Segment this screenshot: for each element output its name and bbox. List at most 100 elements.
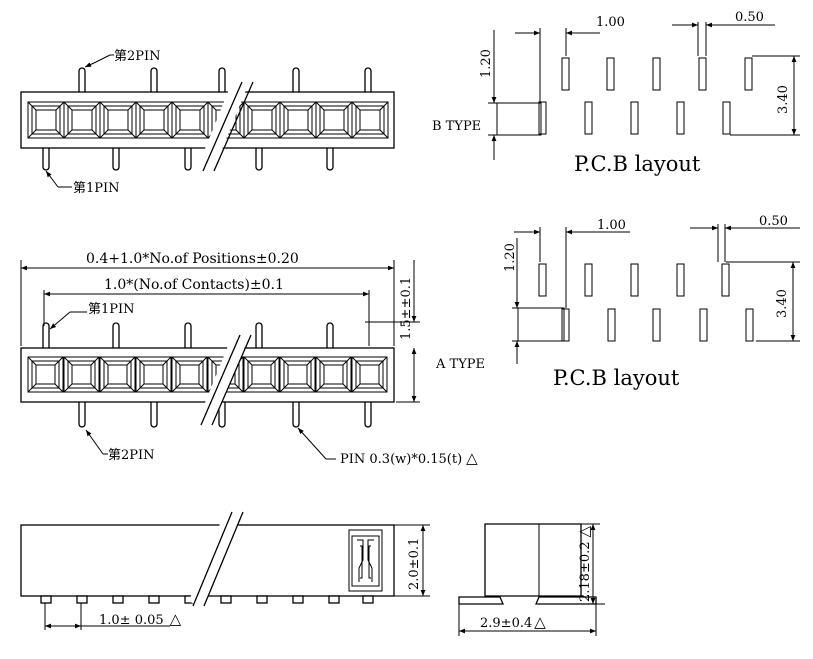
pin: [364, 67, 372, 95]
contact-cell-inner: [67, 360, 96, 389]
contact-cell-corner: [279, 101, 289, 111]
contact-cell-core: [71, 364, 92, 385]
pcb-b-row-spacing: 3.40: [776, 85, 791, 114]
contact-cell: [171, 356, 208, 393]
contact-cell-corner: [171, 383, 181, 393]
contact-cell-corner: [315, 101, 325, 111]
contact-cell-corner: [342, 383, 352, 393]
pin: [112, 322, 120, 351]
pin: [255, 145, 263, 171]
pcb-b-pitch: 1.00: [596, 15, 625, 30]
contact-cell-corner: [271, 129, 281, 139]
contact-cell-corner: [243, 101, 253, 111]
pcb-pad: [630, 263, 639, 297]
contact-cell-corner: [63, 356, 73, 366]
pin-tip: [76, 595, 88, 604]
contact-cell-inner: [247, 360, 276, 389]
contact-cell-corner: [99, 383, 109, 393]
pin: [364, 399, 372, 428]
contact-cell-corner: [54, 383, 64, 393]
contact-cell-core: [71, 109, 93, 131]
contact-cell-corner: [171, 101, 181, 111]
contact-cell: [315, 356, 352, 393]
contact-cell-core: [35, 364, 56, 385]
contact-cell-corner: [315, 129, 325, 139]
contact-cell-corner: [235, 129, 245, 139]
contact-cell-corner: [55, 129, 65, 139]
contact-cell-corner: [351, 356, 361, 366]
top-pin2-label: 第2PIN: [114, 49, 161, 64]
pin: [112, 145, 120, 171]
pin-tip: [362, 595, 374, 604]
contact-cell-corner: [207, 101, 217, 111]
pin: [255, 322, 263, 351]
contact-cell-corner: [351, 129, 361, 139]
contact-cell-core: [179, 364, 200, 385]
side-width-mark: △: [534, 613, 546, 631]
contact-cell-inner: [247, 105, 277, 135]
top-pin2-leader: 第2PIN: [84, 49, 161, 68]
contact-cell-corner: [379, 129, 389, 139]
pcb-pad: [698, 57, 707, 91]
contacts-length-dim: 1.0*(No.of Contacts)±0.1: [104, 277, 284, 293]
mid-pin2-label: 第2PIN: [108, 448, 155, 463]
pin-tip: [292, 595, 304, 604]
contact-cell: [279, 356, 316, 393]
contact-cell-core: [251, 364, 272, 385]
pcb-pad: [745, 308, 754, 342]
pin-spec-text: PIN 0.3(w)*0.15(t): [340, 452, 462, 467]
pin: [184, 322, 192, 351]
contact-cell-inner: [31, 105, 61, 135]
side-width-label: 2.9±0.4△: [480, 613, 546, 631]
pcb-pad: [538, 263, 547, 297]
contact-cell-corner: [135, 383, 145, 393]
contact-cell-corner: [271, 101, 281, 111]
contact-cell-inner: [355, 360, 384, 389]
contact-cell-core: [359, 109, 381, 131]
pin: [42, 322, 50, 351]
contact-cell-corner: [55, 101, 65, 111]
contact-cell: [243, 356, 280, 393]
middle-view-break-mark: [198, 334, 252, 426]
contact-cell-core: [359, 364, 380, 385]
bottom-pitch-text: 1.0± 0.05: [99, 613, 164, 628]
middle-view-lower-pins: [78, 399, 372, 428]
contact-cell-inner: [283, 360, 312, 389]
contact-cell-corner: [315, 383, 325, 393]
pcb-pad: [584, 101, 593, 135]
contact-cell-corner: [234, 383, 244, 393]
pcb-a-pitch: 1.00: [597, 218, 626, 233]
side-view-foot: [458, 596, 504, 605]
middle-view-upper-pins: [42, 322, 334, 351]
contact-cell-corner: [342, 356, 352, 366]
pcb-pad: [676, 263, 685, 297]
top-view-lower-pins: [42, 145, 334, 171]
contact-cell-corner: [90, 356, 100, 366]
contact-cell-corner: [162, 383, 172, 393]
pcb-pad: [561, 308, 570, 342]
contact-cell-corner: [315, 356, 325, 366]
contact-cell-corner: [163, 129, 173, 139]
contact-cell-corner: [279, 356, 289, 366]
contact-cell-corner: [127, 101, 137, 111]
contact-cell-corner: [343, 129, 353, 139]
pcb-pad: [652, 57, 661, 91]
contact-cell-corner: [135, 101, 145, 111]
contact-cell-inner: [355, 105, 385, 135]
contact-cell-corner: [27, 101, 37, 111]
contact-cell-corner: [198, 356, 208, 366]
contact-cell-core: [143, 109, 165, 131]
pcb-a-pad-length: 1.20: [503, 243, 518, 272]
pcb-b-layout-label: P.C.B layout: [574, 152, 701, 176]
pcb-pad: [607, 308, 616, 342]
top-pin1-leader: 第1PIN: [45, 170, 120, 196]
contact-cell-core: [323, 109, 345, 131]
top-view: 第2PIN 第1PIN: [20, 49, 395, 196]
pin: [292, 67, 300, 95]
bottom-front-view: 2.0±0.1 1.0± 0.05△: [20, 511, 430, 630]
contact-cell-corner: [27, 383, 37, 393]
pcb-b-type-label: B TYPE: [432, 119, 481, 134]
contact-cell-corner: [306, 383, 316, 393]
contact-cell-corner: [270, 383, 280, 393]
contact-cell-corner: [379, 101, 389, 111]
